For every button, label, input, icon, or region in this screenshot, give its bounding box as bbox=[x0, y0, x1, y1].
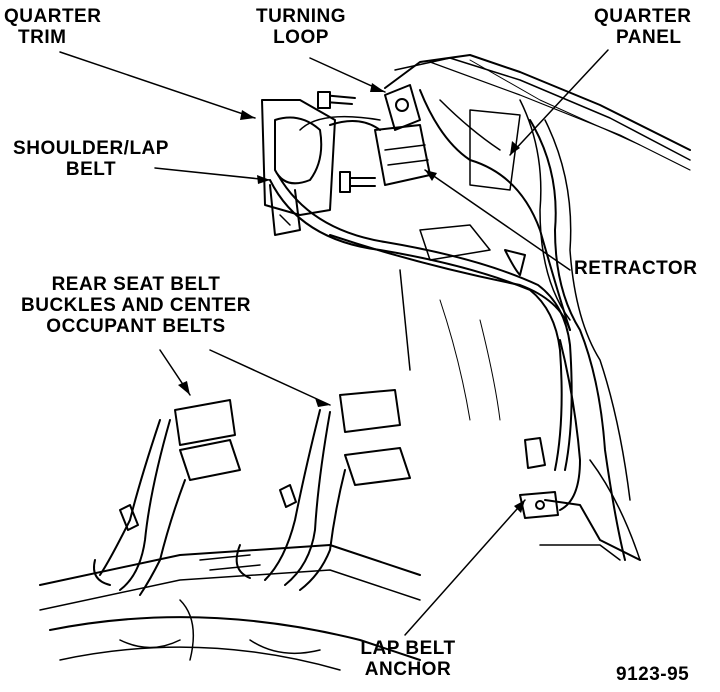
label-rear-seat-belt-line1: REAR SEAT BELT bbox=[51, 274, 221, 295]
right-buckle-assembly-drawing bbox=[235, 389, 411, 591]
label-quarter-panel-line2: PANEL bbox=[616, 27, 682, 48]
label-quarter-panel-line1: QUARTER bbox=[594, 6, 692, 27]
shoulder-lap-belt-drawing bbox=[269, 174, 573, 471]
label-rear-seat-belt-line3: OCCUPANT BELTS bbox=[46, 316, 226, 337]
leader-retractor bbox=[424, 169, 571, 271]
label-shoulder-lap-belt-line1: SHOULDER/LAP bbox=[13, 138, 169, 159]
quarter-panel-drawing bbox=[329, 54, 691, 561]
label-quarter-trim: QUARTER TRIM bbox=[4, 6, 101, 48]
label-retractor: RETRACTOR bbox=[574, 258, 698, 279]
label-lap-belt-anchor-line1: LAP BELT bbox=[360, 638, 456, 659]
label-rear-seat-belt-line2: BUCKLES AND CENTER bbox=[21, 295, 251, 316]
label-quarter-panel: QUARTER PANEL bbox=[594, 6, 691, 48]
leader-arrowheads bbox=[178, 83, 525, 513]
label-rear-seat-belt-buckles: REAR SEAT BELT BUCKLES AND CENTER OCCUPA… bbox=[6, 274, 266, 337]
label-turning-loop-line1: TURNING bbox=[255, 6, 347, 27]
quarter-trim-drawing bbox=[261, 99, 336, 236]
leader-shoulder-lap-belt bbox=[154, 167, 271, 181]
seat-floor-drawing bbox=[39, 544, 421, 671]
retractor-drawing bbox=[299, 115, 431, 186]
leader-quarter-panel bbox=[509, 49, 609, 156]
label-turning-loop-line2: LOOP bbox=[273, 27, 329, 48]
label-quarter-trim-line2: TRIM bbox=[18, 27, 67, 48]
leader-quarter-trim bbox=[59, 51, 256, 119]
label-lap-belt-anchor: LAP BELT ANCHOR bbox=[348, 638, 468, 680]
label-lap-belt-anchor-line2: ANCHOR bbox=[364, 659, 452, 680]
leader-lap-belt-anchor bbox=[404, 499, 526, 636]
label-quarter-trim-line1: QUARTER bbox=[4, 6, 102, 27]
label-turning-loop: TURNING LOOP bbox=[246, 6, 356, 48]
lap-belt-anchor-drawing bbox=[519, 437, 559, 519]
figure-id: 9123-95 bbox=[616, 664, 690, 685]
left-buckle-assembly-drawing bbox=[93, 399, 241, 596]
turning-loop-drawing bbox=[317, 84, 421, 193]
leader-buckles-right bbox=[209, 349, 331, 406]
label-shoulder-lap-belt: SHOULDER/LAP BELT bbox=[6, 138, 176, 180]
label-shoulder-lap-belt-line2: BELT bbox=[65, 159, 117, 180]
